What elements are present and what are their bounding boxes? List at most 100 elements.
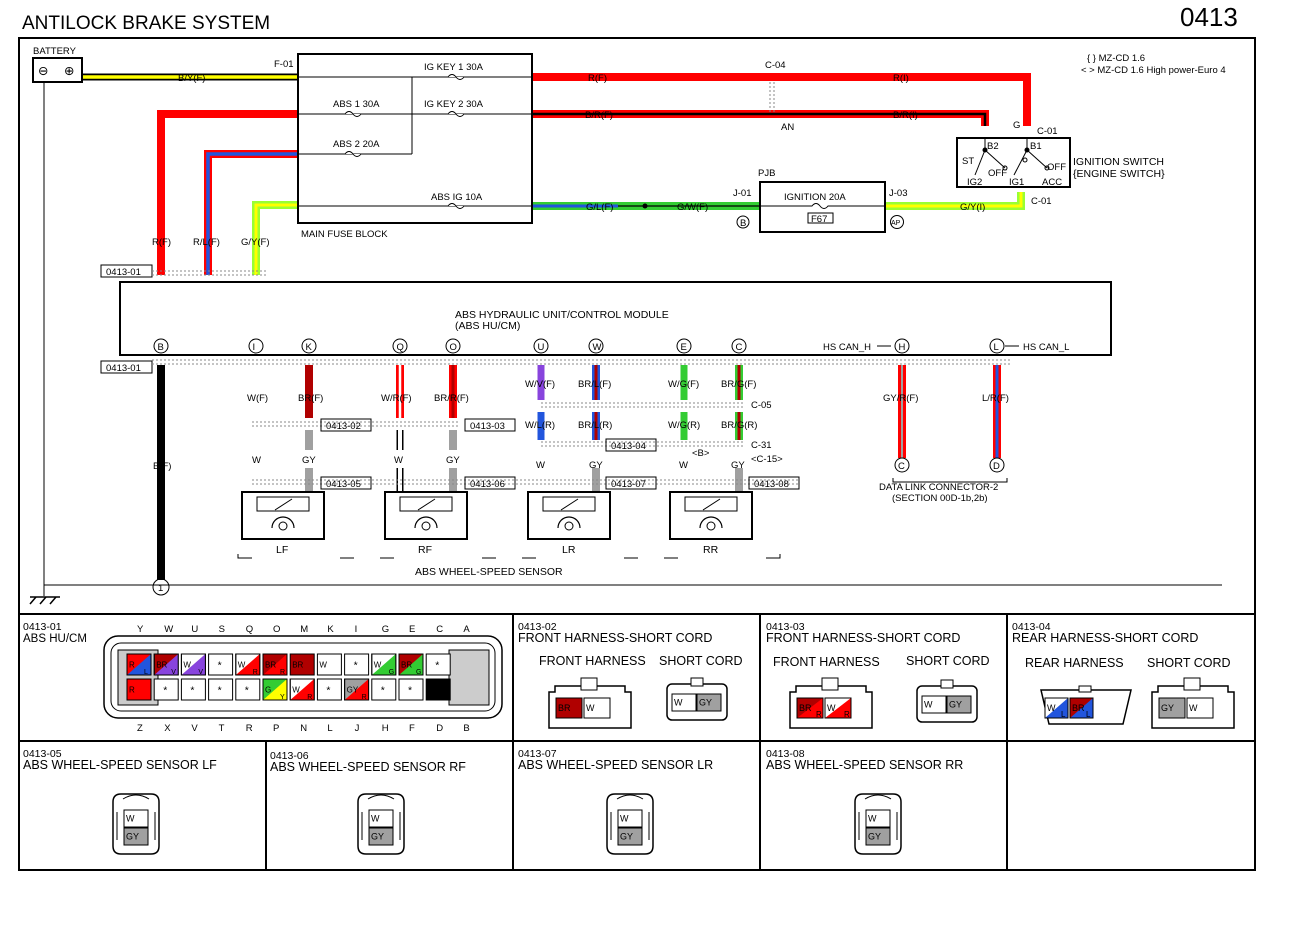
pin-label: BR (265, 661, 276, 670)
sensor-label-rf: RF (418, 544, 432, 556)
ref-0413-02: 0413-02 (326, 421, 361, 432)
pin-label: W (126, 814, 135, 824)
module-pin-w: W (593, 342, 602, 353)
ref-0413-06: 0413-06 (470, 479, 505, 490)
connector-an: AN (781, 122, 794, 133)
pin-w-rf: W (394, 455, 403, 466)
ignition-pos-off1: OFF (988, 168, 1007, 179)
wire-label-wf: W(F) (247, 393, 268, 404)
pin-cell (1158, 697, 1186, 719)
engine-switch-label: {ENGINE SWITCH} (1073, 168, 1165, 180)
wire-label-gyrf: GY/R(F) (883, 393, 918, 404)
panel-03-id: 0413-03 (766, 621, 805, 633)
module-pin-circle (676, 338, 692, 354)
connector-c01-a: C-01 (1037, 126, 1058, 137)
ref-0413-01-top: 0413-01 (106, 267, 141, 278)
pin-label: W (586, 703, 595, 713)
dlc-label: DATA LINK CONNECTOR-2 (879, 482, 998, 493)
module-pin-h: H (899, 342, 906, 353)
panel-04-right: SHORT CORD (1147, 656, 1231, 670)
pin-label: GY (1161, 703, 1174, 713)
sensor-label-lr: LR (562, 544, 576, 556)
panel-06-id: 0413-06 (270, 750, 309, 762)
top-wires (82, 73, 1031, 275)
hucm-bottom-pin-d: D (436, 723, 443, 734)
fuse-ignition20: IGNITION 20A (784, 192, 846, 203)
pin-cell (398, 678, 424, 701)
wire-label-brlf: BR/L(F) (578, 379, 611, 390)
hucm-bottom-pin-b: B (463, 723, 469, 734)
wire-label-bf: B(F) (153, 461, 171, 472)
battery-minus-icon: ⊖ (38, 64, 48, 78)
wire-label-wgr: W/G(R) (668, 420, 700, 431)
panel-06-name: ABS WHEEL-SPEED SENSOR RF (270, 760, 466, 774)
hucm-top-pin-o: O (273, 624, 280, 635)
wire-label-rlf: R/L(F) (193, 237, 220, 248)
pin-empty: * (218, 660, 222, 672)
pin-label: BR (558, 703, 571, 713)
sensor-label-lf: LF (276, 544, 288, 556)
ground-point-1: 1 (158, 583, 163, 594)
sensor-group-label: ABS WHEEL-SPEED SENSOR (415, 566, 563, 578)
fuse-abs2: ABS 2 20A (333, 139, 380, 150)
hucm-top-pin-e: E (409, 624, 415, 635)
panel-07-name: ABS WHEEL-SPEED SENSOR LR (518, 758, 713, 772)
pin-label: GY (126, 832, 139, 842)
wire-label-gyi: G/Y(I) (960, 202, 985, 213)
legend-line-2: < > MZ-CD 1.6 High power-Euro 4 (1081, 65, 1226, 76)
pin-label: R (129, 661, 135, 670)
module-pin-b: B (158, 342, 164, 353)
pin-cell (865, 827, 891, 846)
pin-label-stripe: R (362, 694, 367, 701)
pin-label-stripe: R (253, 669, 258, 676)
module-pin-l: L (994, 342, 999, 353)
pin-cell (316, 678, 342, 701)
connector-f01: F-01 (274, 59, 294, 70)
pin-cell (865, 809, 891, 828)
pin-cell (344, 653, 370, 676)
module-pin-circle (153, 338, 169, 354)
wire-label-brlr: BR/L(R) (578, 420, 612, 431)
ignition-pin-ig2: IG2 (967, 177, 982, 188)
module-pin-i: I (253, 342, 256, 353)
module-pin-u: U (538, 342, 545, 353)
ignition-pos-st: ST (962, 156, 974, 167)
ignition-pin-ig1: IG1 (1009, 177, 1024, 188)
wire-label-gwf: G/W(F) (677, 202, 708, 213)
wire-label-byf: B/Y(F) (178, 73, 205, 84)
hucm-top-pin-k: K (327, 624, 334, 635)
fuse-f67: F67 (811, 214, 827, 225)
panel-08-id: 0413-08 (766, 748, 805, 760)
pin-label: W (238, 661, 246, 670)
module-pin-o: O (450, 342, 457, 353)
pin-empty: * (354, 660, 358, 672)
module-pin-k: K (306, 342, 313, 353)
wire-label-rf-top: R(F) (588, 73, 607, 84)
pin-label: W (183, 661, 191, 670)
wire-label-glf: G/L(F) (586, 202, 613, 213)
hucm-bottom-pin-f: F (409, 723, 415, 734)
dlc-pin-d: D (993, 461, 1000, 472)
pin-label: BR (799, 703, 812, 713)
pin-label: W (374, 661, 382, 670)
pin-label: GY (347, 686, 359, 695)
pin-empty: * (218, 685, 222, 697)
pin-label: W (319, 661, 327, 670)
sensor-box (669, 491, 753, 540)
pin-gy-rf: GY (446, 455, 460, 466)
pin-cell (617, 809, 643, 828)
pin-cell (368, 827, 394, 846)
pin-label-stripe: L (1061, 710, 1066, 719)
panel-01-id: 0413-01 (23, 621, 62, 633)
connector-c15-alt: <C-15> (751, 454, 783, 465)
connector-b-alt: <B> (692, 448, 710, 459)
sensor-coil-icon (557, 516, 581, 529)
panel-08-name: ABS WHEEL-SPEED SENSOR RR (766, 758, 963, 772)
pin-label: W (1189, 703, 1198, 713)
module-pin-circle (248, 338, 264, 354)
pin-label: BR (292, 661, 303, 670)
hucm-top-pin-c: C (436, 624, 443, 635)
pjb-box (759, 181, 886, 233)
